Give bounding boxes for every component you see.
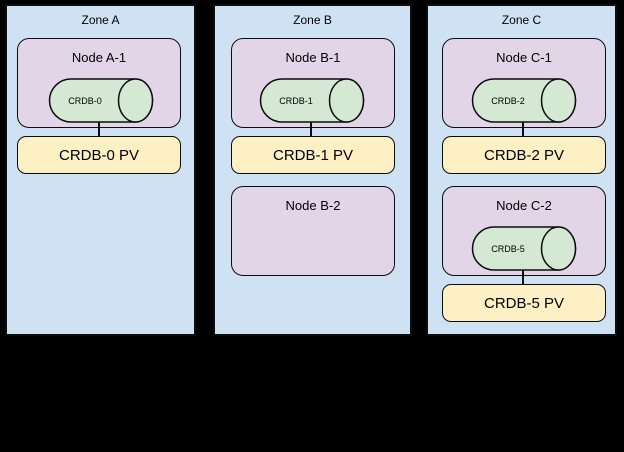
node-b-2: Node B-2 [231,186,395,276]
database-cylinder-icon [259,78,365,123]
crdb-5-pod: CRDB-5 [471,226,577,271]
database-cylinder-icon [471,78,577,123]
zone-c: Zone C Node C-1 CRDB-2 CRDB-2 PV Node C-… [426,4,617,336]
crdb-5-pod-label: CRDB-5 [491,243,525,254]
crdb-1-pod-label: CRDB-1 [279,95,313,106]
crdb-2-pv: CRDB-2 PV [442,136,606,174]
node-b-1-label: Node B-1 [285,50,341,65]
crdb-0-pv-label: CRDB-0 PV [58,146,140,164]
node-a-1-label: Node A-1 [71,50,127,65]
zone-a-label: Zone A [81,13,120,27]
zone-c-label: Zone C [501,13,542,27]
zone-b-label: Zone B [293,13,332,27]
crdb-1-pv: CRDB-1 PV [231,136,395,174]
database-cylinder-icon [48,78,154,123]
node-c-1-label: Node C-1 [496,50,552,65]
crdb-2-pod: CRDB-2 [471,78,577,123]
connector-crdb-1-to-pv [310,122,312,136]
database-cylinder-icon [471,226,577,271]
crdb-5-pv: CRDB-5 PV [442,284,606,322]
zone-a: Zone A Node A-1 CRDB-0 CRDB-0 PV [5,4,196,336]
crdb-2-pod-label: CRDB-2 [491,95,525,106]
connector-crdb-0-to-pv [98,122,100,136]
crdb-5-pv-label: CRDB-5 PV [483,294,565,312]
crdb-0-pod-label: CRDB-0 [68,95,102,106]
node-c-2: Node C-2 CRDB-5 [442,186,606,276]
crdb-2-pv-label: CRDB-2 PV [483,146,565,164]
node-c-2-label: Node C-2 [496,198,552,213]
crdb-1-pod: CRDB-1 [259,78,365,123]
connector-crdb-2-to-pv [522,122,524,136]
node-c-1: Node C-1 CRDB-2 [442,38,606,128]
node-b-1: Node B-1 CRDB-1 [231,38,395,128]
node-b-2-label: Node B-2 [285,198,341,213]
crdb-0-pv: CRDB-0 PV [17,136,181,174]
crdb-0-pod: CRDB-0 [48,78,154,123]
connector-crdb-5-to-pv [522,270,524,284]
zone-b: Zone B Node B-1 CRDB-1 CRDB-1 PV Node B-… [213,4,412,336]
crdb-1-pv-label: CRDB-1 PV [272,146,354,164]
node-a-1: Node A-1 CRDB-0 [17,38,181,128]
